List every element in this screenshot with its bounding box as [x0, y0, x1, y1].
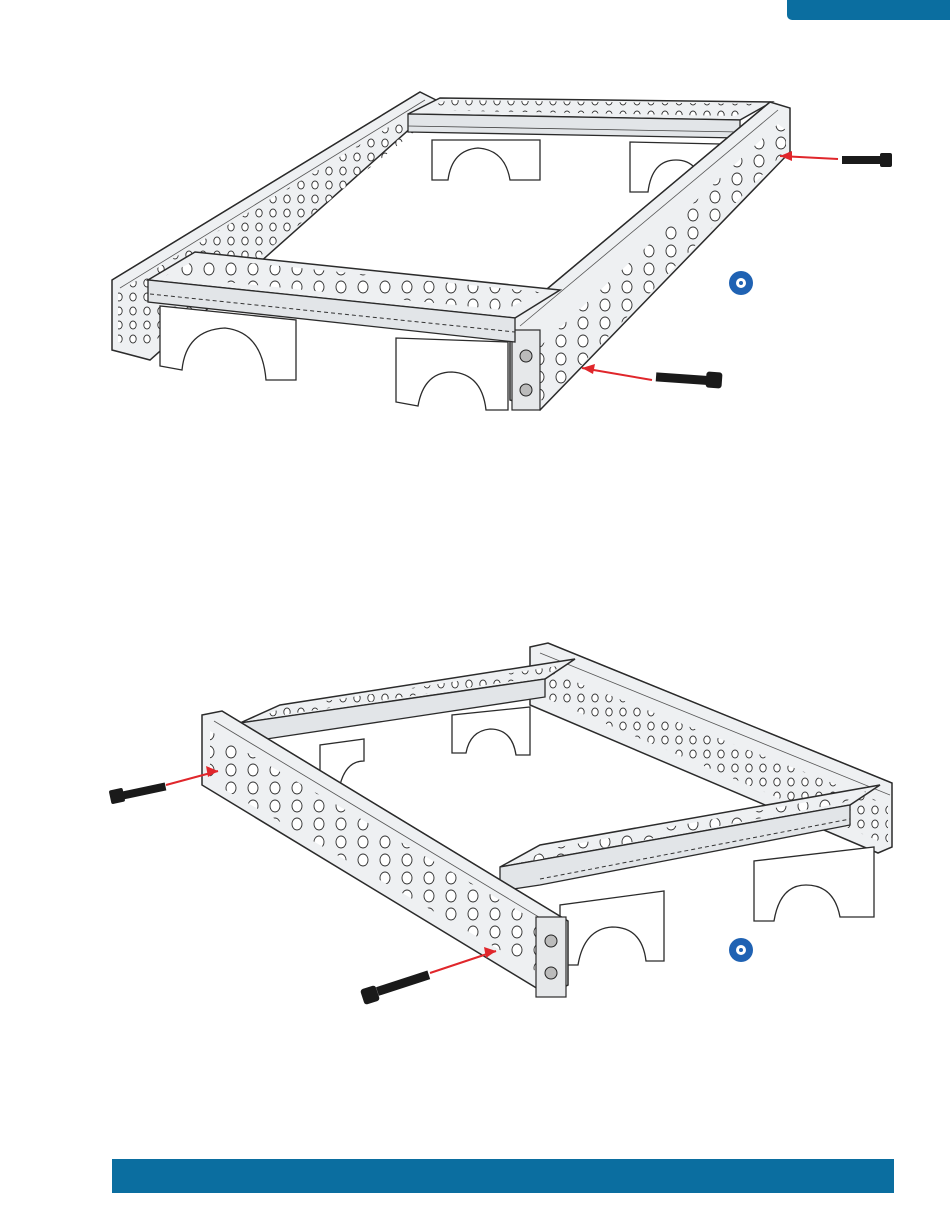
footer-bar	[112, 1159, 894, 1193]
screw-bottom-right	[582, 364, 723, 389]
left-channel	[202, 711, 568, 997]
screw-top-right	[780, 151, 892, 167]
assembly-drawing-1	[0, 80, 950, 440]
screw-left-bottom	[360, 947, 496, 1005]
assembly-figure-1	[0, 80, 950, 440]
front-plate	[148, 252, 560, 410]
assembly-drawing-2	[0, 635, 950, 1035]
header-tab	[787, 0, 950, 20]
gear-icon	[729, 271, 753, 295]
gear-icon	[729, 938, 753, 962]
assembly-figure-2	[0, 635, 950, 1035]
